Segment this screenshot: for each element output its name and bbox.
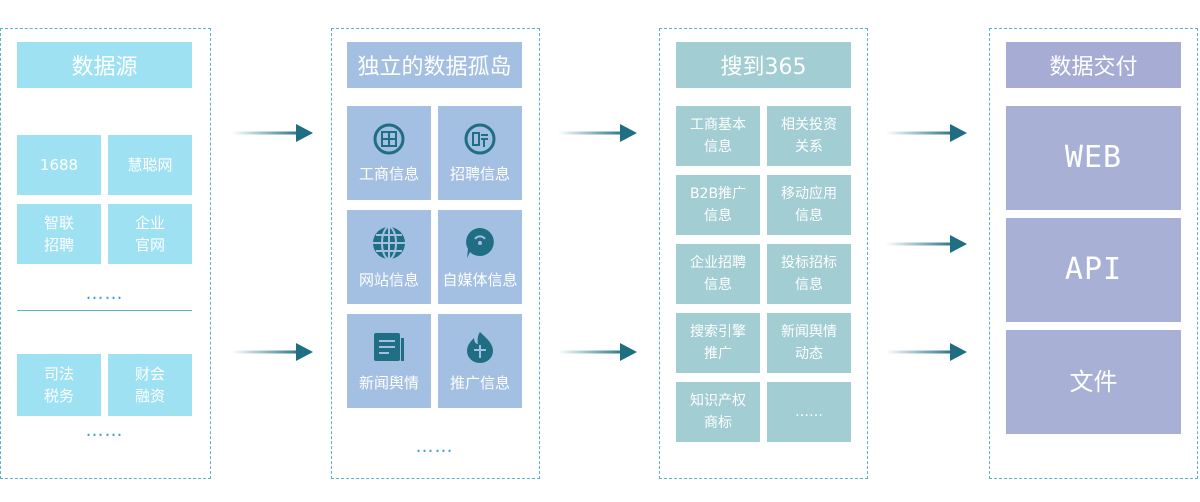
source-tile-zhaopin: 智联 招聘	[17, 204, 101, 264]
product-tile: 企业招聘 信息	[676, 244, 760, 304]
ellipsis: ……	[415, 436, 454, 457]
news-icon	[374, 332, 404, 361]
product-tile: 知识产权 商标	[676, 382, 760, 442]
island-tile-recruit: 招聘信息	[438, 106, 522, 200]
souda365-panel	[659, 28, 868, 479]
product-tile: 搜索引擎 推广	[676, 313, 760, 373]
product-tile: 相关投资 关系	[767, 106, 851, 166]
source-tile-judicial-tax: 司法 税务	[17, 354, 101, 416]
arrow-1	[232, 124, 313, 142]
product-tile: 移动应用 信息	[767, 175, 851, 235]
divider	[17, 310, 192, 311]
data-delivery-header: 数据交付	[1006, 42, 1181, 88]
product-tile: ……	[767, 382, 851, 442]
island-tile-business: 工商信息	[347, 106, 431, 200]
island-tile-news: 新闻舆情	[347, 314, 431, 408]
arrow-6	[886, 235, 967, 253]
arrow-3	[558, 124, 637, 142]
source-tile-1688: 1688	[17, 135, 101, 195]
ellipsis: ……	[85, 283, 124, 304]
island-label: 自媒体信息	[442, 270, 518, 289]
source-tile-finance: 财会 融资	[108, 354, 192, 416]
data-source-header: 数据源	[17, 42, 192, 88]
island-label: 招聘信息	[449, 164, 510, 183]
promotion-flame-icon	[467, 331, 493, 363]
delivery-api: API	[1006, 218, 1181, 322]
island-tile-website: 网站信息	[347, 210, 431, 304]
island-label: 新闻舆情	[358, 373, 419, 392]
chat-bubble-icon	[466, 227, 494, 258]
island-label: 工商信息	[358, 164, 419, 183]
island-label: 网站信息	[358, 270, 419, 289]
globe-icon	[373, 225, 405, 260]
data-islands-panel	[331, 28, 540, 479]
island-tile-self-media: 自媒体信息	[438, 210, 522, 304]
delivery-web: WEB	[1006, 106, 1181, 210]
arrow-2	[232, 343, 313, 361]
product-tile: 新闻舆情 动态	[767, 313, 851, 373]
recruit-icon	[464, 123, 496, 154]
product-tile: 投标招标 信息	[767, 244, 851, 304]
island-label: 推广信息	[449, 373, 510, 392]
data-source-panel	[0, 28, 211, 479]
source-tile-hc360: 慧聪网	[108, 135, 192, 195]
source-tile-company-site: 企业 官网	[108, 204, 192, 264]
island-tile-promotion: 推广信息	[438, 314, 522, 408]
product-tile: B2B推广 信息	[676, 175, 760, 235]
souda365-header: 搜到365	[676, 42, 851, 88]
product-tile: 工商基本 信息	[676, 106, 760, 166]
business-seal-icon	[373, 123, 405, 154]
data-delivery-panel	[989, 28, 1198, 479]
data-islands-header: 独立的数据孤岛	[347, 42, 522, 88]
ellipsis: ……	[85, 420, 124, 441]
arrow-5	[886, 124, 967, 142]
delivery-file: 文件	[1006, 330, 1181, 434]
arrow-4	[558, 343, 637, 361]
arrow-7	[886, 343, 967, 361]
